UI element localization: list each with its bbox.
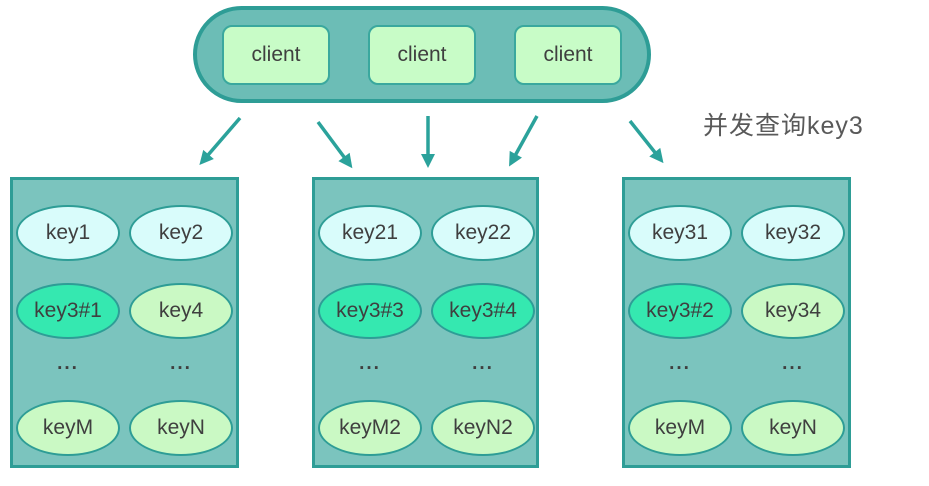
key-row: keyM keyN	[625, 400, 848, 457]
key-ellipse-highlight: key3#3	[318, 283, 422, 339]
arrow-to-shard1	[199, 116, 242, 166]
key-ellipse: keyM	[16, 400, 120, 456]
annotation-label: 并发查询key3	[703, 112, 864, 140]
client-box-2: client	[368, 24, 476, 85]
arrow-to-shard2-right	[509, 115, 539, 167]
ellipsis-text: ...	[782, 353, 804, 374]
ellipsis-text: ...	[669, 353, 691, 374]
ellipsis-row: ... ...	[625, 348, 848, 380]
ellipsis-text: ...	[359, 353, 381, 374]
key-row: key3#2 key34	[625, 283, 848, 340]
arrow-to-shard3	[628, 119, 664, 164]
key-ellipse-highlight: key3#1	[16, 283, 120, 339]
ellipsis-row: ... ...	[315, 348, 536, 380]
key-row: keyM keyN	[13, 400, 236, 457]
key-ellipse: key1	[16, 205, 120, 261]
key-row: key31 key32	[625, 205, 848, 262]
key-ellipse: keyM2	[318, 400, 422, 456]
key-row: key3#1 key4	[13, 283, 236, 340]
key-ellipse: keyM	[628, 400, 732, 456]
ellipsis-row: ... ...	[13, 348, 236, 380]
arrow-to-shard2-left	[316, 120, 353, 169]
key-ellipse: key34	[741, 283, 845, 339]
key-ellipse: key4	[129, 283, 233, 339]
client-box-1: client	[222, 24, 330, 85]
key-ellipse-highlight: key3#2	[628, 283, 732, 339]
key-ellipse: key2	[129, 205, 233, 261]
ellipsis-text: ...	[472, 353, 494, 374]
key-ellipse: key32	[741, 205, 845, 261]
client-group: client client client	[193, 6, 651, 103]
shard-node-3: key31 key32 key3#2 key34 ... ... keyM ke…	[622, 177, 851, 468]
key-row: keyM2 keyN2	[315, 400, 536, 457]
key-ellipse: keyN	[129, 400, 233, 456]
key-ellipse: key21	[318, 205, 422, 261]
key-ellipse: keyN	[741, 400, 845, 456]
client-box-3: client	[514, 24, 622, 85]
key-ellipse-highlight: key3#4	[431, 283, 535, 339]
key-row: key1 key2	[13, 205, 236, 262]
key-ellipse: key22	[431, 205, 535, 261]
ellipsis-text: ...	[57, 353, 79, 374]
shard-node-1: key1 key2 key3#1 key4 ... ... keyM keyN	[10, 177, 239, 468]
key-ellipse: keyN2	[431, 400, 535, 456]
key-row: key3#3 key3#4	[315, 283, 536, 340]
key-ellipse: key31	[628, 205, 732, 261]
shard-node-2: key21 key22 key3#3 key3#4 ... ... keyM2 …	[312, 177, 539, 468]
ellipsis-text: ...	[170, 353, 192, 374]
key-row: key21 key22	[315, 205, 536, 262]
